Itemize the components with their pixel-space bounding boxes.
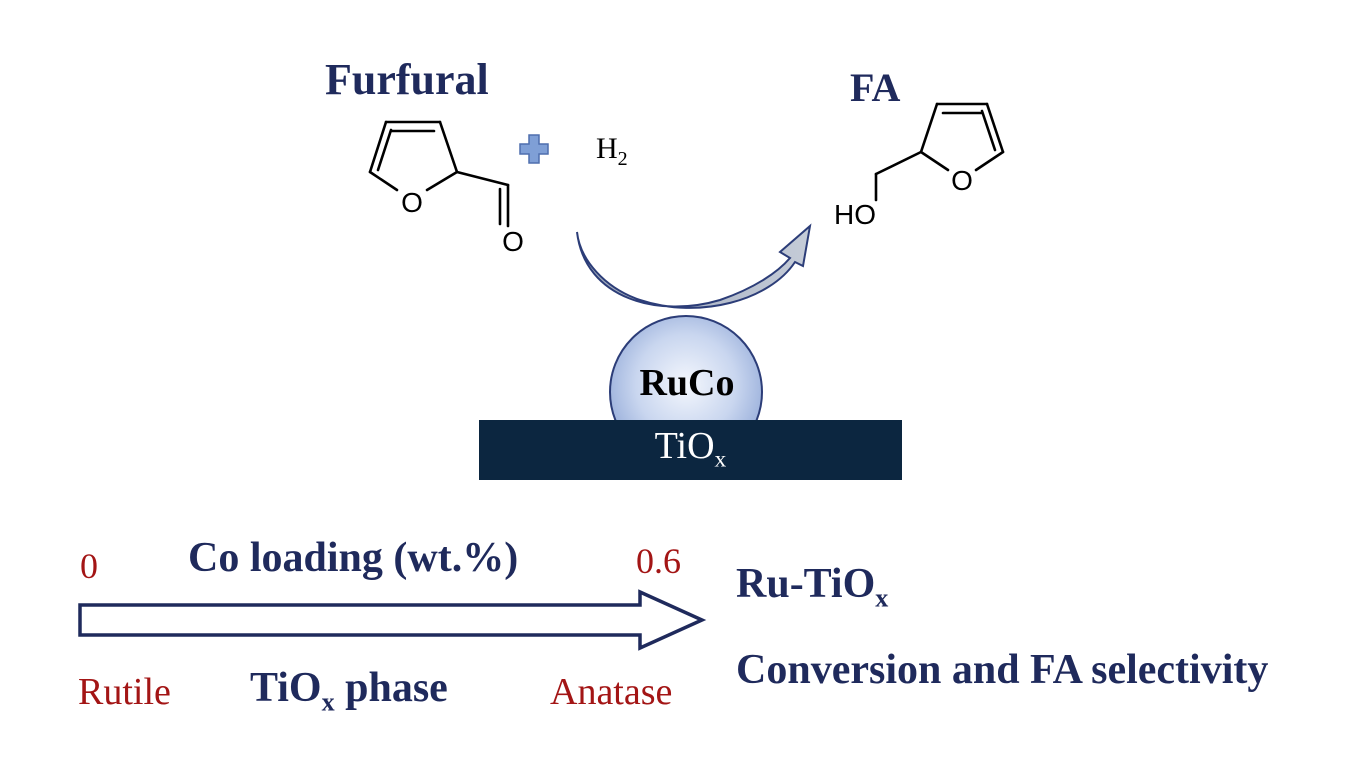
phase-rutile: Rutile <box>78 671 171 713</box>
furfural-carbonyl-oxygen: O <box>502 226 524 257</box>
tiox-support <box>479 420 902 480</box>
furfural-structure <box>368 120 510 228</box>
co-loading-end: 0.6 <box>636 541 681 581</box>
plus-icon <box>519 134 549 164</box>
co-loading-start: 0 <box>80 546 98 586</box>
product-name: FA <box>850 65 901 110</box>
support-label: TiOx <box>654 425 727 473</box>
fa-hydroxyl-label: HO <box>834 199 876 230</box>
trend-arrow <box>78 589 707 651</box>
reactant-name: Furfural <box>325 55 489 104</box>
co-loading-title: Co loading (wt.%) <box>188 535 519 581</box>
result-text: Conversion and FA selectivity <box>736 647 1269 693</box>
phase-title: TiOx phase <box>250 665 448 717</box>
reaction-arrow <box>576 223 812 309</box>
hydrogen-label: H2 <box>596 132 628 170</box>
phase-anatase: Anatase <box>550 671 673 713</box>
result-catalyst: Ru-TiOx <box>736 561 889 613</box>
fa-structure <box>874 102 1005 202</box>
fa-ring-oxygen: O <box>951 165 973 196</box>
furfural-ring-oxygen: O <box>401 187 423 218</box>
particle-label: RuCo <box>639 362 735 404</box>
